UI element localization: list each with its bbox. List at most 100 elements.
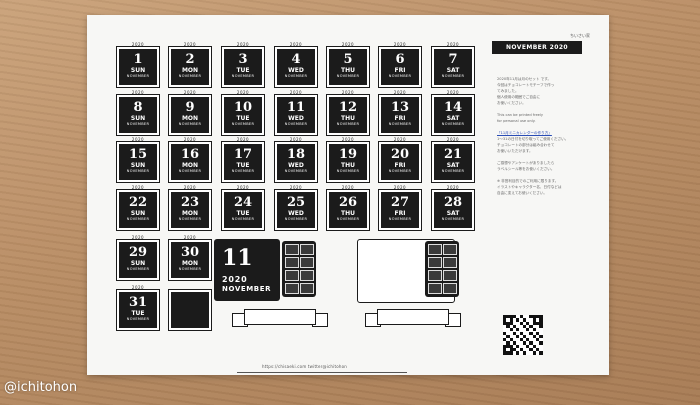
qr-module <box>536 315 540 319</box>
tile-month: NOVEMBER <box>284 122 308 126</box>
qr-module <box>526 344 530 348</box>
tile-day-number: 30 <box>180 245 200 260</box>
tile-year: 2020 <box>289 42 303 47</box>
tile-day-number: 25 <box>286 195 306 210</box>
tile-year: 2020 <box>236 137 250 142</box>
tile-month: NOVEMBER <box>441 122 465 126</box>
blank-tile <box>168 289 212 331</box>
tile-weekday: WED <box>288 115 304 122</box>
tile-weekday: WED <box>288 210 304 217</box>
tile-day-number: 23 <box>180 195 200 210</box>
qr-module <box>512 331 517 335</box>
tile-day-number: 31 <box>128 295 148 310</box>
featured-year: 2020 <box>222 275 248 284</box>
tile-year: 2020 <box>131 185 145 190</box>
qr-module <box>539 351 543 355</box>
tile-weekday: FRI <box>394 67 406 74</box>
tile-year: 2020 <box>131 137 145 142</box>
tile-weekday: SAT <box>446 67 460 74</box>
qr-module <box>512 341 517 345</box>
qr-module <box>516 351 520 355</box>
tile-day-number: 3 <box>238 52 248 67</box>
tile-day-number: 28 <box>443 195 463 210</box>
qr-module <box>526 321 530 325</box>
qr-module <box>506 351 510 355</box>
tile-weekday: THU <box>341 67 355 74</box>
tile-day-number: 1 <box>133 52 143 67</box>
tile-day-number: 18 <box>286 147 306 162</box>
qr-module <box>506 344 510 348</box>
qr-module <box>512 324 517 329</box>
tile-year: 2020 <box>393 185 407 190</box>
tile-year: 2020 <box>183 137 197 142</box>
tile-year: 2020 <box>131 42 145 47</box>
qr-module <box>532 334 536 339</box>
qr-module <box>509 315 513 319</box>
qr-module <box>522 334 527 339</box>
tile-day-number: 2 <box>185 52 195 67</box>
chocolate-square <box>285 244 299 255</box>
tile-weekday: MON <box>181 260 199 267</box>
tile-month: NOVEMBER <box>126 74 150 78</box>
qr-module <box>522 351 527 355</box>
qr-module <box>509 328 513 332</box>
tile-year: 2020 <box>446 185 460 190</box>
tile-month: NOVEMBER <box>441 74 465 78</box>
chocolate-square <box>300 244 314 255</box>
qr-module <box>519 331 523 335</box>
tile-day-number: 21 <box>443 147 463 162</box>
tile-month: NOVEMBER <box>388 74 412 78</box>
qr-module <box>532 351 536 355</box>
qr-module <box>522 324 527 329</box>
qr-module <box>512 315 517 319</box>
tile-weekday: MON <box>181 210 199 217</box>
tile-weekday: FRI <box>394 210 406 217</box>
qr-module <box>539 341 543 345</box>
tile-year: 2020 <box>446 90 460 95</box>
chocolate-square <box>443 283 457 294</box>
tile-month: NOVEMBER <box>231 74 255 78</box>
tile-year: 2020 <box>393 42 407 47</box>
qr-module <box>509 348 513 352</box>
tile-month: NOVEMBER <box>178 169 202 173</box>
tile-weekday: MON <box>181 162 199 169</box>
photo-credit: @ichitohon <box>4 380 78 395</box>
qr-module <box>532 328 536 332</box>
qr-module <box>503 348 507 352</box>
chocolate-square <box>428 257 442 268</box>
qr-module <box>539 334 543 339</box>
tile-day-number: 24 <box>233 195 253 210</box>
chocolate-square <box>428 270 442 281</box>
tile-month: NOVEMBER <box>178 217 202 221</box>
qr-module <box>506 321 510 325</box>
qr-module <box>529 324 533 329</box>
qr-module <box>503 318 507 322</box>
chocolate-square <box>285 257 299 268</box>
tile-month: NOVEMBER <box>388 217 412 221</box>
note-line: イラストやキャラクター名、日付などは <box>497 185 562 189</box>
note-line: ラベルシール等をお使いください。 <box>497 167 555 171</box>
tile-year: 2020 <box>236 90 250 95</box>
qr-module <box>516 344 520 348</box>
qr-module <box>503 338 507 342</box>
qr-module <box>522 318 527 322</box>
tile-day-number: 8 <box>133 100 143 115</box>
qr-module <box>539 315 543 319</box>
tile-day-number: 14 <box>443 100 463 115</box>
tile-weekday: THU <box>341 115 355 122</box>
qr-module <box>526 328 530 332</box>
note-line: お使いいただけます。 <box>497 149 533 153</box>
